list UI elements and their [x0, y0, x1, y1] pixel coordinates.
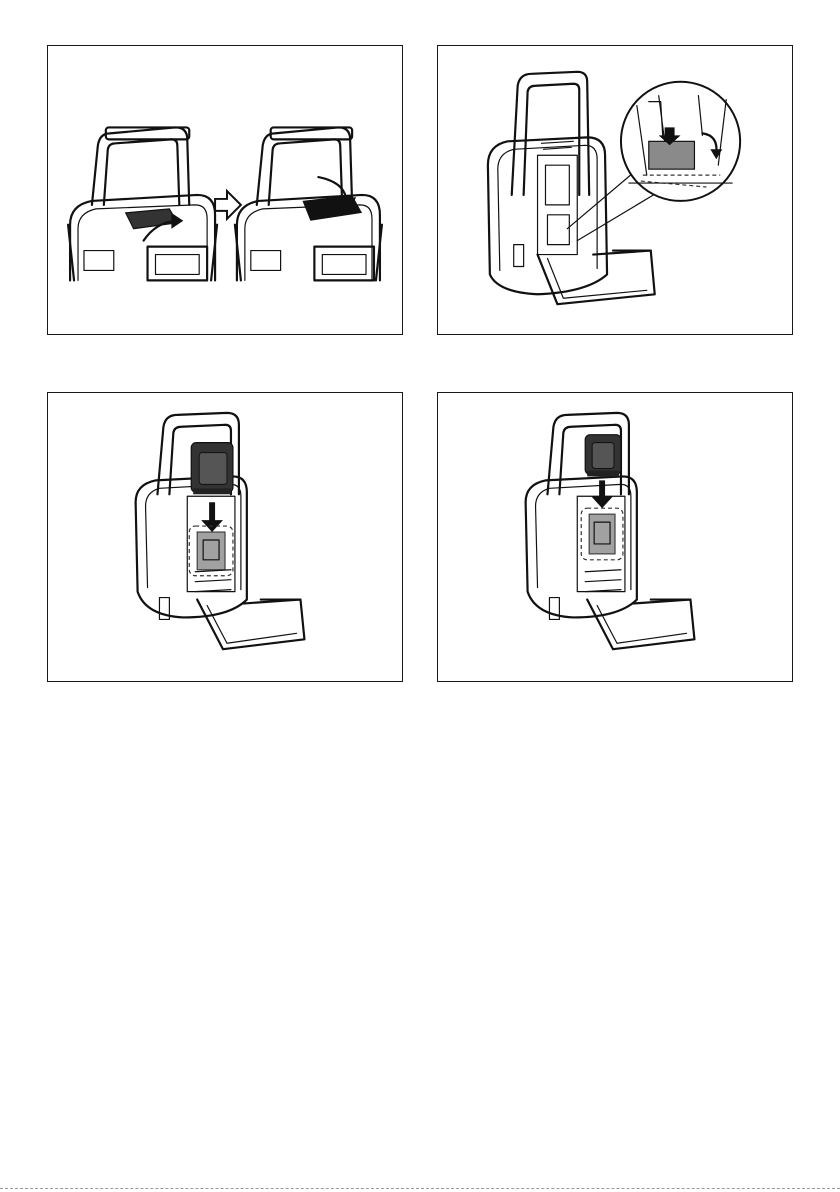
insert-arrow-down-icon [201, 502, 223, 532]
radio-insert-small-battery-illustration [438, 393, 792, 681]
radio-open-battery-cover-illustration [438, 46, 792, 334]
battery-pack-large [191, 443, 233, 495]
page-bottom-rule [0, 1188, 840, 1189]
radio-left-view [68, 127, 217, 280]
next-step-arrow-icon [215, 191, 241, 219]
radio-handle-lock-illustration [48, 46, 402, 334]
figure-insert-battery-large [47, 392, 403, 682]
figure-insert-battery-small [437, 392, 793, 682]
radio-right-view [235, 127, 382, 280]
radio-insert-large-battery-illustration [48, 393, 402, 681]
figure-open-cover [437, 45, 793, 335]
figure-handle-lock [47, 45, 403, 335]
battery-pack-small [585, 435, 621, 477]
detail-magnifier-callout [621, 82, 740, 201]
radio-open-cover-body [488, 72, 655, 304]
